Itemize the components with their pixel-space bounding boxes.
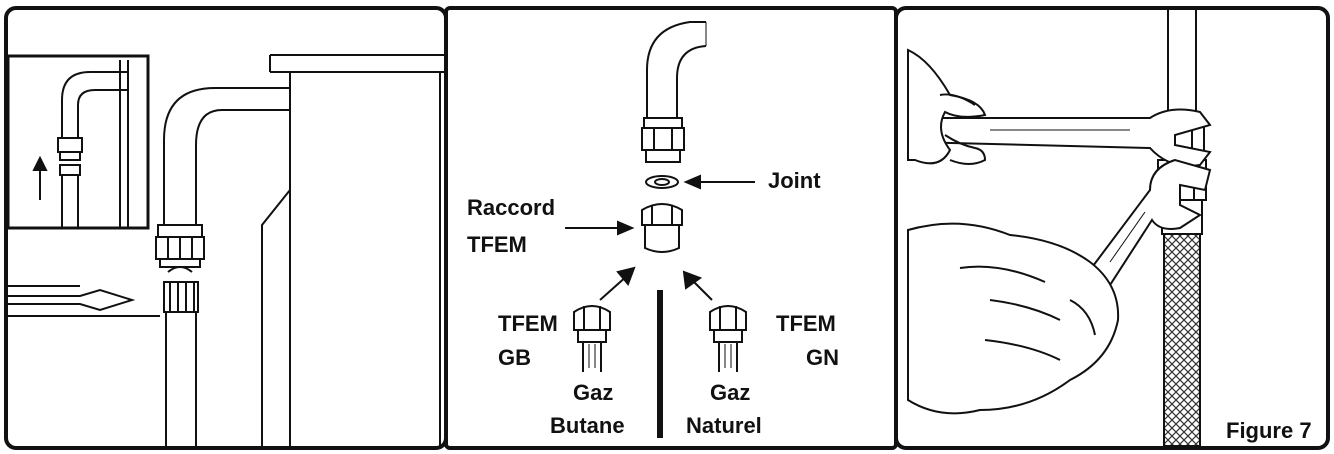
panel-2-exploded-view <box>565 21 755 438</box>
panel-3-tightening <box>907 10 1212 447</box>
gaz-naturel-label-line1: Gaz <box>710 380 751 405</box>
panel-borders <box>4 6 1330 450</box>
gaz-butane-label-line1: Gaz <box>573 380 614 405</box>
tfem-gn-label-line2: GN <box>806 345 839 370</box>
tfem-gn-label-line1: TFEM <box>776 311 836 336</box>
tfem-gb-label-line1: TFEM <box>498 311 558 336</box>
figure-caption: Figure 7 <box>1226 418 1312 443</box>
tfem-gb-label-line2: GB <box>498 345 531 370</box>
raccord-tfem-label-line1: Raccord <box>467 195 556 220</box>
panel-1-inset <box>6 54 150 230</box>
panel-1-cooker-side <box>8 54 444 446</box>
raccord-tfem-label-line2: TFEM <box>467 232 527 257</box>
gaz-butane-label-line2: Butane <box>550 413 625 438</box>
gaz-naturel-label-line2: Naturel <box>686 413 762 438</box>
joint-label: Joint <box>768 168 821 193</box>
